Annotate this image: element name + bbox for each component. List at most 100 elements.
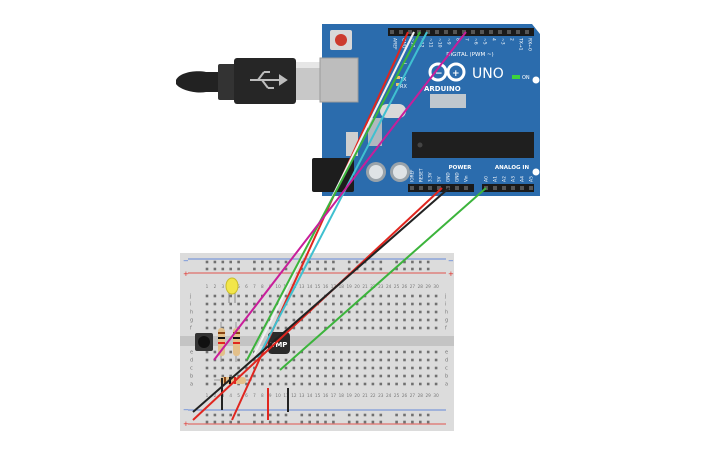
breadboard-hole[interactable]	[324, 318, 327, 322]
breadboard-hole[interactable]	[419, 350, 422, 354]
breadboard-hole[interactable]	[379, 302, 383, 306]
breadboard-hole[interactable]	[221, 310, 225, 314]
header-pin-hole[interactable]	[464, 186, 468, 190]
rail-hole[interactable]	[261, 260, 264, 264]
rail-hole[interactable]	[284, 267, 288, 271]
breadboard-hole[interactable]	[434, 382, 438, 386]
breadboard-hole[interactable]	[284, 294, 288, 298]
breadboard-hole[interactable]	[355, 382, 359, 386]
breadboard-hole[interactable]	[253, 358, 256, 362]
rail-hole[interactable]	[284, 260, 288, 264]
header-pin-hole[interactable]	[507, 30, 511, 34]
breadboard-hole[interactable]	[261, 302, 264, 306]
breadboard-hole[interactable]	[332, 302, 335, 306]
rail-hole[interactable]	[221, 413, 225, 417]
breadboard-hole[interactable]	[340, 358, 343, 362]
breadboard-hole[interactable]	[292, 374, 296, 378]
rail-hole[interactable]	[332, 420, 335, 424]
header-pin-hole[interactable]	[511, 186, 515, 190]
header-pin-hole[interactable]	[471, 30, 475, 34]
rail-hole[interactable]	[347, 413, 351, 417]
breadboard-hole[interactable]	[308, 302, 311, 306]
breadboard-hole[interactable]	[229, 310, 232, 314]
breadboard-hole[interactable]	[379, 294, 383, 298]
breadboard-hole[interactable]	[355, 366, 359, 370]
breadboard-hole[interactable]	[284, 358, 288, 362]
rail-hole[interactable]	[213, 260, 217, 264]
breadboard-hole[interactable]	[434, 294, 438, 298]
breadboard-hole[interactable]	[371, 382, 375, 386]
breadboard-hole[interactable]	[426, 294, 430, 298]
breadboard-hole[interactable]	[308, 382, 311, 386]
breadboard-hole[interactable]	[355, 318, 359, 322]
breadboard-hole[interactable]	[292, 358, 296, 362]
breadboard-hole[interactable]	[340, 302, 343, 306]
breadboard-hole[interactable]	[395, 302, 398, 306]
breadboard-hole[interactable]	[434, 358, 438, 362]
rail-hole[interactable]	[276, 260, 280, 264]
rail-hole[interactable]	[205, 413, 209, 417]
breadboard-hole[interactable]	[268, 382, 272, 386]
breadboard-hole[interactable]	[379, 358, 383, 362]
breadboard-hole[interactable]	[284, 366, 288, 370]
breadboard-hole[interactable]	[340, 294, 343, 298]
breadboard-hole[interactable]	[316, 350, 319, 354]
resistor-2[interactable]	[233, 322, 240, 362]
rail-hole[interactable]	[300, 413, 304, 417]
breadboard-hole[interactable]	[237, 310, 240, 314]
breadboard-hole[interactable]	[300, 358, 304, 362]
breadboard-hole[interactable]	[213, 294, 217, 298]
breadboard-hole[interactable]	[292, 326, 296, 330]
header-pin-hole[interactable]	[498, 30, 502, 34]
breadboard-hole[interactable]	[426, 310, 430, 314]
breadboard-hole[interactable]	[426, 326, 430, 330]
rail-hole[interactable]	[276, 420, 280, 424]
breadboard-hole[interactable]	[284, 310, 288, 314]
rail-hole[interactable]	[308, 420, 311, 424]
rail-hole[interactable]	[213, 413, 217, 417]
breadboard-hole[interactable]	[347, 358, 351, 362]
breadboard-hole[interactable]	[371, 374, 375, 378]
breadboard-hole[interactable]	[268, 374, 272, 378]
breadboard-hole[interactable]	[355, 358, 359, 362]
breadboard-hole[interactable]	[245, 310, 248, 314]
rail-hole[interactable]	[347, 260, 351, 264]
breadboard-hole[interactable]	[347, 302, 351, 306]
breadboard-hole[interactable]	[308, 366, 311, 370]
breadboard-hole[interactable]	[316, 294, 319, 298]
breadboard-hole[interactable]	[426, 350, 430, 354]
breadboard-hole[interactable]	[426, 318, 430, 322]
rail-hole[interactable]	[229, 260, 232, 264]
rail-hole[interactable]	[324, 267, 327, 271]
header-pin-hole[interactable]	[435, 30, 439, 34]
breadboard-hole[interactable]	[276, 374, 280, 378]
breadboard-hole[interactable]	[363, 374, 367, 378]
rail-hole[interactable]	[419, 420, 422, 424]
breadboard-hole[interactable]	[419, 382, 422, 386]
rail-hole[interactable]	[253, 260, 256, 264]
breadboard-hole[interactable]	[308, 318, 311, 322]
breadboard-hole[interactable]	[316, 326, 319, 330]
breadboard-hole[interactable]	[403, 382, 406, 386]
breadboard-hole[interactable]	[379, 326, 383, 330]
breadboard-hole[interactable]	[371, 350, 375, 354]
breadboard-hole[interactable]	[268, 358, 272, 362]
breadboard-hole[interactable]	[324, 358, 327, 362]
breadboard-hole[interactable]	[276, 294, 280, 298]
breadboard-hole[interactable]	[253, 374, 256, 378]
rail-hole[interactable]	[205, 267, 209, 271]
breadboard-hole[interactable]	[355, 310, 359, 314]
breadboard-hole[interactable]	[332, 358, 335, 362]
breadboard-hole[interactable]	[276, 358, 280, 362]
rail-hole[interactable]	[300, 267, 304, 271]
rail-hole[interactable]	[300, 260, 304, 264]
rail-hole[interactable]	[379, 413, 383, 417]
breadboard-hole[interactable]	[411, 310, 414, 314]
breadboard-hole[interactable]	[395, 358, 398, 362]
rail-hole[interactable]	[411, 420, 414, 424]
breadboard-hole[interactable]	[395, 310, 398, 314]
rail-hole[interactable]	[253, 267, 256, 271]
breadboard-hole[interactable]	[300, 310, 304, 314]
breadboard-hole[interactable]	[332, 374, 335, 378]
breadboard-hole[interactable]	[340, 366, 343, 370]
